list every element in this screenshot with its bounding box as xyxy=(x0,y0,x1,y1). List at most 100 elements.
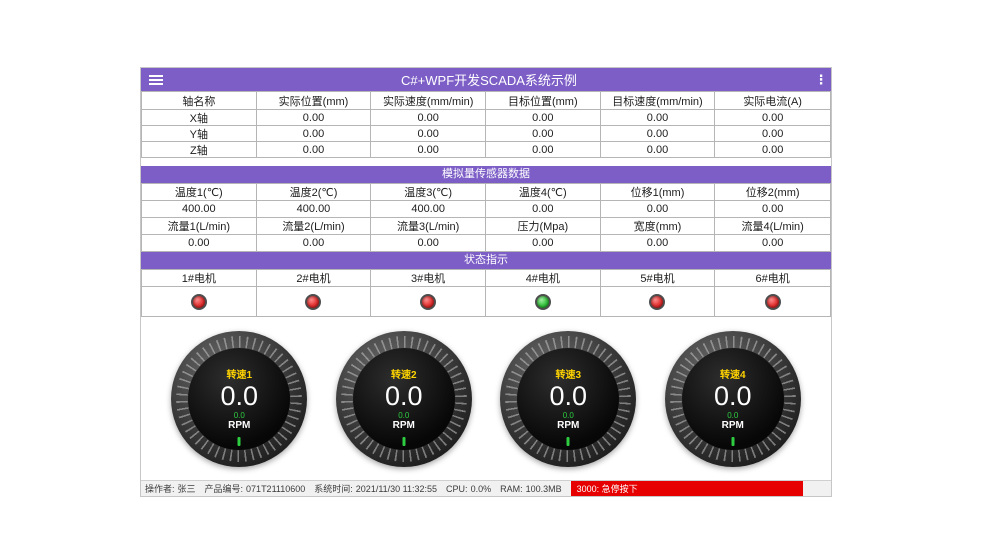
gauge-needle xyxy=(731,436,735,446)
rpm-gauge-4: 转速4 0.0 0.0 RPM xyxy=(664,330,801,467)
status-section-header: 状态指示 xyxy=(141,252,831,269)
gauge-sub-value: 0.0 xyxy=(562,410,574,420)
motor-light-cell xyxy=(600,287,716,317)
system-time-status-item: 系统时间:2021/11/30 11:32:55 xyxy=(314,482,437,495)
sensor-value-cell: 0.00 xyxy=(715,235,830,252)
sensor-header-cell: 压力(Mpa) xyxy=(485,218,601,235)
hamburger-menu-icon[interactable] xyxy=(141,73,167,87)
axis-header-cell: 目标速度(mm/min) xyxy=(600,92,716,110)
gauge-unit: RPM xyxy=(721,419,744,431)
sensor-value-cell: 400.00 xyxy=(256,201,372,218)
motor-3-indicator-light xyxy=(420,293,437,310)
sensor-value-cell: 0.00 xyxy=(600,201,716,218)
gauge-value: 0.0 xyxy=(220,381,259,412)
gauge-value: 0.0 xyxy=(384,381,423,412)
motor-5-indicator-light xyxy=(649,293,666,310)
window-title: C#+WPF开发SCADA系统示例 xyxy=(401,73,577,88)
motor-light-cell xyxy=(485,287,601,317)
ram-value: 100.3MB xyxy=(525,483,562,494)
sensor-value-cell: 0.00 xyxy=(485,235,601,252)
axis-value-cell: 0.00 xyxy=(600,126,716,142)
gauge-needle xyxy=(566,436,570,446)
axis-value-cell: 0.00 xyxy=(715,110,830,126)
motor-light-cell xyxy=(256,287,372,317)
axis-value-cell: 0.00 xyxy=(371,110,486,126)
sensor-value-cell: 0.00 xyxy=(256,235,372,252)
titlebar: C#+WPF开发SCADA系统示例 ⋮ xyxy=(141,68,831,91)
rpm-gauge-2: 转速2 0.0 0.0 RPM xyxy=(335,330,472,467)
axis-name-cell: Z轴 xyxy=(142,142,257,158)
sensor-value-cell: 0.00 xyxy=(715,201,830,218)
operator-status-item: 操作者:张三 xyxy=(145,482,196,495)
spacer xyxy=(141,158,831,166)
gauge-label: 转速4 xyxy=(719,370,746,382)
axis-value-cell: 0.00 xyxy=(715,142,830,158)
gauge-value: 0.0 xyxy=(549,381,588,412)
axis-value-cell: 0.00 xyxy=(600,110,716,126)
motor-4-indicator-light xyxy=(534,293,551,310)
motor-label: 6#电机 xyxy=(715,270,830,287)
axis-value-cell: 0.00 xyxy=(256,126,372,142)
motor-2-indicator-light xyxy=(305,293,322,310)
status-bar: 操作者:张三 产品编号:071T21110600 系统时间:2021/11/30… xyxy=(141,480,831,496)
gauge-unit: RPM xyxy=(228,419,251,431)
gauge-label: 转速3 xyxy=(555,370,582,382)
axis-value-cell: 0.00 xyxy=(485,110,601,126)
motor-1-indicator-light xyxy=(190,293,207,310)
cpu-value: 0.0% xyxy=(470,483,492,494)
gauge-face: 转速4 0.0 0.0 RPM xyxy=(681,347,784,450)
analog-section-header: 模拟量传感器数据 xyxy=(141,166,831,183)
sensor-header-cell: 流量1(L/min) xyxy=(142,218,257,235)
sensor-header-cell: 流量4(L/min) xyxy=(715,218,830,235)
axis-table: 轴名称 实际位置(mm) 实际速度(mm/min) 目标位置(mm) 目标速度(… xyxy=(141,91,831,158)
product-code-label: 产品编号: xyxy=(204,484,244,494)
ram-status-item: RAM:100.3MB xyxy=(500,484,562,494)
gauge-sub-value: 0.0 xyxy=(398,410,410,420)
motor-light-cell xyxy=(371,287,486,317)
ram-label: RAM: xyxy=(500,483,523,494)
axis-value-cell: 0.00 xyxy=(715,126,830,142)
sensor-value-cell: 0.00 xyxy=(600,235,716,252)
axis-value-cell: 0.00 xyxy=(485,126,601,142)
axis-header-cell: 实际位置(mm) xyxy=(256,92,372,110)
axis-header-cell: 目标位置(mm) xyxy=(485,92,601,110)
more-options-icon[interactable]: ⋮ xyxy=(814,71,828,87)
operator-value: 张三 xyxy=(177,484,196,494)
axis-value-cell: 0.00 xyxy=(600,142,716,158)
sensor-header-cell: 温度3(℃) xyxy=(371,184,486,201)
motor-light-cell xyxy=(715,287,830,317)
gauge-needle xyxy=(402,436,406,446)
sensor-value-cell: 400.00 xyxy=(371,201,486,218)
gauge-label: 转速1 xyxy=(226,370,253,382)
axis-name-cell: Y轴 xyxy=(142,126,257,142)
gauge-face: 转速3 0.0 0.0 RPM xyxy=(517,347,620,450)
rpm-gauge-3: 转速3 0.0 0.0 RPM xyxy=(500,330,637,467)
axis-header-cell: 实际电流(A) xyxy=(715,92,830,110)
axis-value-cell: 0.00 xyxy=(371,142,486,158)
cpu-label: CPU: xyxy=(446,483,468,494)
gauge-value: 0.0 xyxy=(713,381,752,412)
gauge-face: 转速2 0.0 0.0 RPM xyxy=(352,347,455,450)
motor-status-table: 1#电机 2#电机 3#电机 4#电机 5#电机 6#电机 xyxy=(141,269,831,317)
product-code-value: 071T21110600 xyxy=(246,484,306,494)
cpu-status-item: CPU:0.0% xyxy=(446,484,491,494)
motor-label: 5#电机 xyxy=(600,270,716,287)
axis-name-cell: X轴 xyxy=(142,110,257,126)
motor-light-cell xyxy=(142,287,257,317)
scada-window: C#+WPF开发SCADA系统示例 ⋮ 轴名称 实际位置(mm) 实际速度(mm… xyxy=(140,67,832,497)
operator-label: 操作者: xyxy=(145,484,175,494)
sensor-header-cell: 温度4(℃) xyxy=(485,184,601,201)
motor-label: 3#电机 xyxy=(371,270,486,287)
sensor-value-cell: 400.00 xyxy=(142,201,257,218)
alarm-banner: 3000: 急停按下 xyxy=(570,481,803,496)
gauge-area: 转速1 0.0 0.0 RPM 转速2 0.0 0.0 RPM 转速3 0.0 xyxy=(141,317,831,480)
sensor-header-cell: 流量3(L/min) xyxy=(371,218,486,235)
motor-label: 4#电机 xyxy=(485,270,601,287)
analog-table: 温度1(℃) 温度2(℃) 温度3(℃) 温度4(℃) 位移1(mm) 位移2(… xyxy=(141,183,831,252)
gauge-unit: RPM xyxy=(392,419,415,431)
product-code-status-item: 产品编号:071T21110600 xyxy=(205,482,306,495)
sensor-value-cell: 0.00 xyxy=(485,201,601,218)
gauge-sub-value: 0.0 xyxy=(727,410,739,420)
sensor-header-cell: 温度2(℃) xyxy=(256,184,372,201)
axis-value-cell: 0.00 xyxy=(371,126,486,142)
